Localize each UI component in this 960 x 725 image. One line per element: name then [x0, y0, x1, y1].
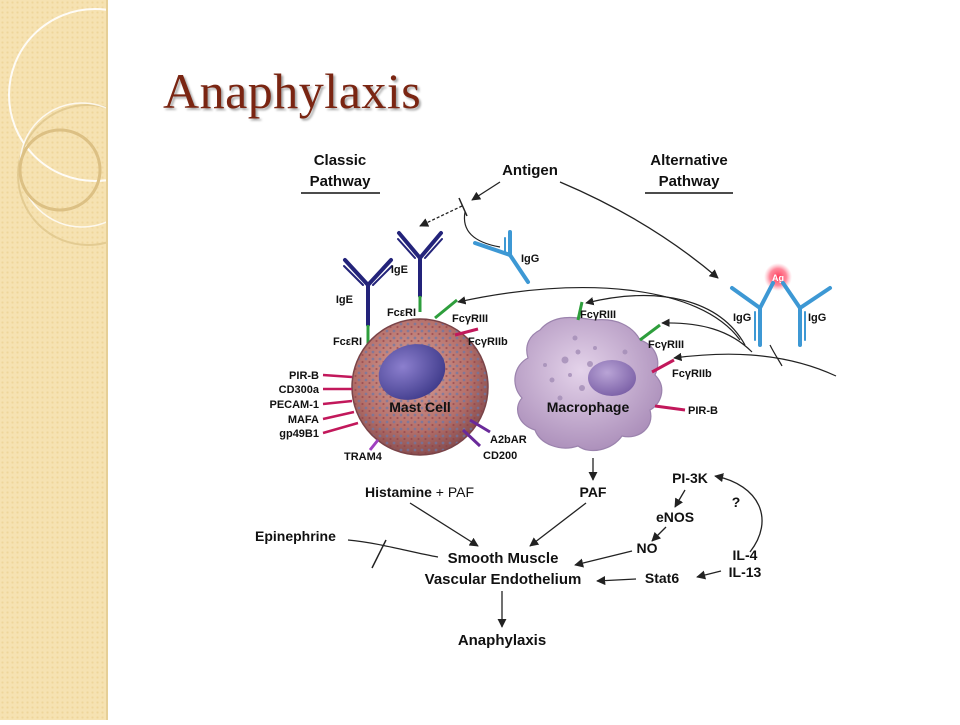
epinephrine-label: Epinephrine: [255, 528, 336, 544]
macrophage-fcgriib-receptor: [651, 358, 675, 374]
ige-label-right: IgE: [391, 264, 408, 276]
pi3k-to-enos-arrow: [674, 489, 686, 508]
igg-to-mast-fcgriii-arrow: [457, 287, 741, 341]
histamine-label: Histamine + PAF: [365, 484, 474, 500]
macrophage-fcgriii-right-label: FcγRIII: [648, 339, 684, 351]
enos-to-no-arrow: [651, 526, 667, 542]
igg-to-macrophage-fcgriii-right-arrow: [661, 318, 753, 353]
pirb-mast-label: PIR-B: [289, 370, 319, 382]
il13-label: IL-13: [729, 564, 762, 580]
il4-to-pi3k-arrow: [714, 473, 763, 553]
cd300a-label: CD300a: [279, 384, 320, 396]
mast-cell-label: Mast Cell: [389, 399, 450, 415]
ag-label: Ag: [772, 273, 784, 283]
vascular-endothelium-label: Vascular Endothelium: [425, 571, 582, 588]
igg-label-alt-left: IgG: [733, 312, 751, 324]
slide-title: Anaphylaxis: [163, 63, 422, 119]
il4-to-stat6-arrow: [696, 570, 722, 580]
no-label: NO: [637, 540, 658, 556]
pecam1-label: PECAM-1: [269, 399, 319, 411]
cd200-receptor: [461, 428, 482, 448]
igg-antibody-alt-left: [730, 281, 775, 347]
epinephrine-inhibition-line: [347, 539, 439, 558]
decorative-circles: [8, 8, 182, 246]
macrophage-pirb-label: PIR-B: [688, 405, 718, 417]
a2bar-receptor: [469, 418, 491, 434]
igg-antibody-alt-right: [781, 281, 832, 347]
stat6-to-vascular-arrow: [596, 576, 637, 586]
antigen-to-classic-arrow: [471, 181, 501, 201]
alternative-pathway-label-line1: Alternative: [650, 152, 728, 169]
enos-label: eNOS: [656, 509, 694, 525]
no-to-smooth-muscle-arrow: [574, 550, 633, 568]
mafa-label: MAFA: [288, 414, 319, 426]
igg-label-classic: IgG: [521, 253, 539, 265]
ige-antibody-left: [343, 258, 393, 327]
stat6-label: Stat6: [645, 570, 679, 586]
mast-fcgriib-receptor: [454, 327, 479, 337]
macrophage-label: Macrophage: [547, 399, 630, 415]
macrophage-cell: [514, 316, 663, 452]
gp49b1-receptor-line: [322, 421, 359, 435]
classic-pathway-label-line1: Classic: [314, 152, 367, 169]
igg-antibody-classic: [473, 230, 530, 284]
igg-to-macrophage-fcgriib-arrow: [673, 352, 837, 377]
macrophage-fcgriii-right-receptor: [639, 323, 661, 342]
mast-fcgriii-label: FcγRIII: [452, 313, 488, 325]
ige-label-left: IgE: [336, 294, 353, 306]
igg-to-macrophage-fcgriii-top-arrow: [585, 294, 746, 346]
classic-curve-to-igg: [463, 211, 501, 248]
igg-label-alt-right: IgG: [808, 312, 826, 324]
a2bar-label: A2bAR: [490, 434, 527, 446]
il4-label: IL-4: [733, 547, 758, 563]
histamine-to-smooth-muscle-arrow: [409, 502, 479, 547]
pi3k-label: PI-3K: [672, 470, 708, 486]
fceri-label-right: FcεRI: [387, 307, 416, 319]
anaphylaxis-outcome-label: Anaphylaxis: [458, 632, 546, 649]
fceri-label-left: FcεRI: [333, 336, 362, 348]
classic-pathway-label-line2: Pathway: [310, 173, 372, 190]
ige-antibody-right: [397, 231, 443, 298]
smooth-muscle-label: Smooth Muscle: [448, 550, 559, 567]
classic-block-bar: [458, 197, 468, 217]
mast-fcgriii-receptor: [434, 298, 458, 320]
macrophage-fcgriib-label: FcγRIIb: [672, 368, 712, 380]
decorative-sidebar: [0, 0, 182, 720]
cd200-label: CD200: [483, 450, 517, 462]
igg-curve-tail: [769, 344, 783, 367]
pirb-receptor-line: [322, 373, 353, 379]
antigen-to-alternative-arrow: [559, 181, 719, 279]
tram4-label: TRAM4: [344, 451, 383, 463]
antigen-label: Antigen: [502, 162, 558, 179]
question-mark-label: ?: [732, 494, 741, 510]
alternative-pathway-label-line2: Pathway: [659, 173, 721, 190]
pecam1-receptor-line: [322, 399, 353, 406]
gp49b1-label: gp49B1: [279, 428, 319, 440]
macrophage-fcgriii-top-label: FcγRIII: [580, 309, 616, 321]
mast-fcgriib-label: FcγRIIb: [468, 336, 508, 348]
epinephrine-block-bar: [371, 539, 387, 569]
classic-dotted-arrow: [419, 205, 463, 227]
macrophage-pirb-receptor: [654, 404, 686, 412]
paf-label: PAF: [580, 484, 607, 500]
mast-cell: [351, 318, 489, 456]
mafa-receptor-line: [322, 410, 355, 421]
paf-to-smooth-muscle-arrow: [529, 502, 587, 547]
macrophage-fcgriii-top-receptor: [576, 301, 584, 321]
tram4-receptor: [368, 439, 380, 451]
